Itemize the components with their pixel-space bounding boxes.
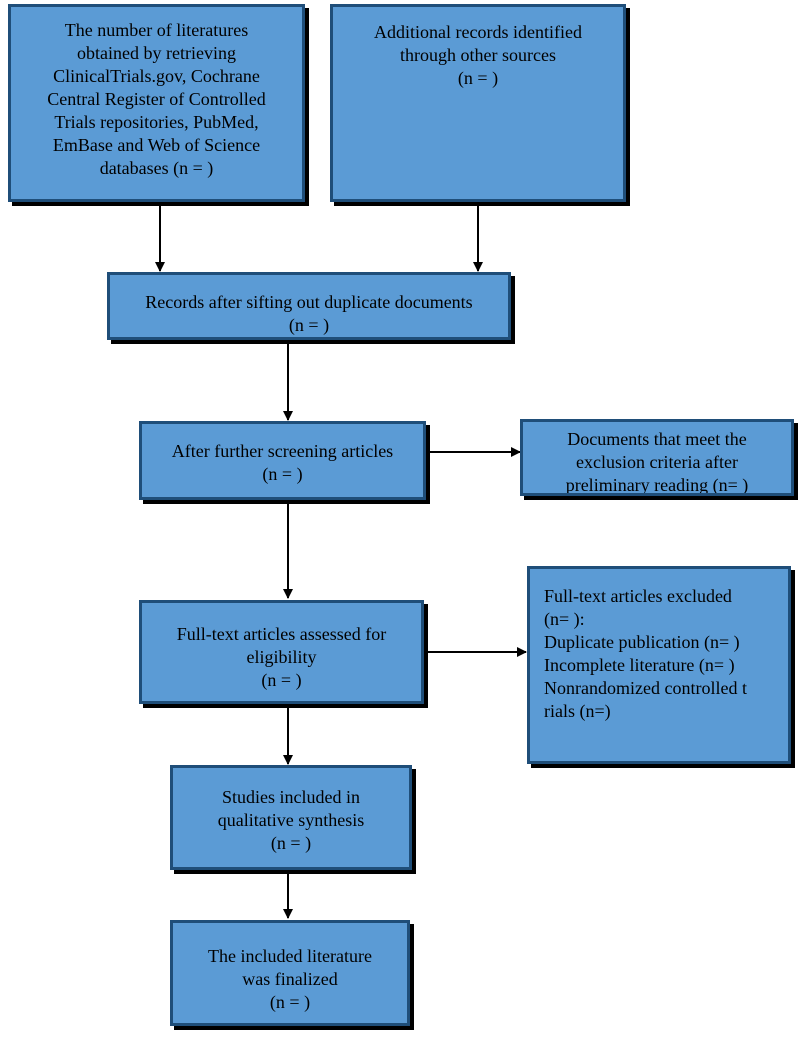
final-line-3: (n = ) <box>269 992 311 1012</box>
identification-line-1: The number of literatures <box>64 20 249 40</box>
final-line-1: The included literature <box>208 946 372 966</box>
excluded-preliminary-line-2: exclusion criteria after <box>576 452 738 472</box>
eligibility-line-3: (n = ) <box>261 670 302 690</box>
fulltext-excluded-line-1: Full-text articles excluded <box>544 586 732 606</box>
identification-line-2: obtained by retrieving <box>77 43 236 63</box>
excluded-preliminary-line-3: preliminary reading (n= ) <box>565 475 749 495</box>
screening-line-2: (n = ) <box>262 464 303 484</box>
identification-line-7: databases (n = ) <box>99 158 214 178</box>
identification-box: The number of literatures obtained by re… <box>8 4 305 202</box>
fulltext-excluded-line-2: (n= ): <box>544 609 585 629</box>
fulltext-excluded-line-4: Incomplete literature (n= ) <box>544 655 735 675</box>
final-box: The included literature was finalized (n… <box>170 920 410 1026</box>
excluded-preliminary-line-1: Documents that meet the <box>567 429 747 449</box>
identification-line-6: EmBase and Web of Science <box>52 135 261 155</box>
eligibility-box: Full-text articles assessed for eligibil… <box>139 600 424 704</box>
excluded-preliminary-box: Documents that meet the exclusion criter… <box>520 419 794 496</box>
qualitative-box: Studies included in qualitative synthesi… <box>170 765 412 870</box>
fulltext-excluded-line-6: rials (n=) <box>544 701 611 721</box>
eligibility-line-1: Full-text articles assessed for <box>176 624 387 644</box>
deduplicated-line-1: Records after sifting out duplicate docu… <box>145 292 473 312</box>
identification-line-5: Trials repositories, PubMed, <box>54 112 259 132</box>
identification-line-3: ClinicalTrials.gov, Cochrane <box>53 66 260 86</box>
final-line-2: was finalized <box>242 969 338 989</box>
fulltext-excluded-box: Full-text articles excluded (n= ): Dupli… <box>527 566 791 764</box>
screening-line-1: After further screening articles <box>171 441 394 461</box>
deduplicated-box: Records after sifting out duplicate docu… <box>107 272 511 340</box>
other-sources-line-3: (n = ) <box>457 68 499 88</box>
fulltext-excluded-line-3: Duplicate publication (n= ) <box>544 632 740 652</box>
qualitative-line-3: (n = ) <box>270 833 312 853</box>
screening-box: After further screening articles (n = ) <box>139 421 426 500</box>
other-sources-line-2: through other sources <box>400 45 556 65</box>
eligibility-line-2: eligibility <box>246 647 317 667</box>
qualitative-line-1: Studies included in <box>222 787 360 807</box>
other-sources-line-1: Additional records identified <box>374 22 582 42</box>
identification-line-4: Central Register of Controlled <box>47 89 266 109</box>
fulltext-excluded-line-5: Nonrandomized controlled t <box>544 678 747 698</box>
deduplicated-line-2: (n = ) <box>288 315 330 335</box>
qualitative-line-2: qualitative synthesis <box>217 810 365 830</box>
other-sources-box: Additional records identified through ot… <box>330 4 626 202</box>
